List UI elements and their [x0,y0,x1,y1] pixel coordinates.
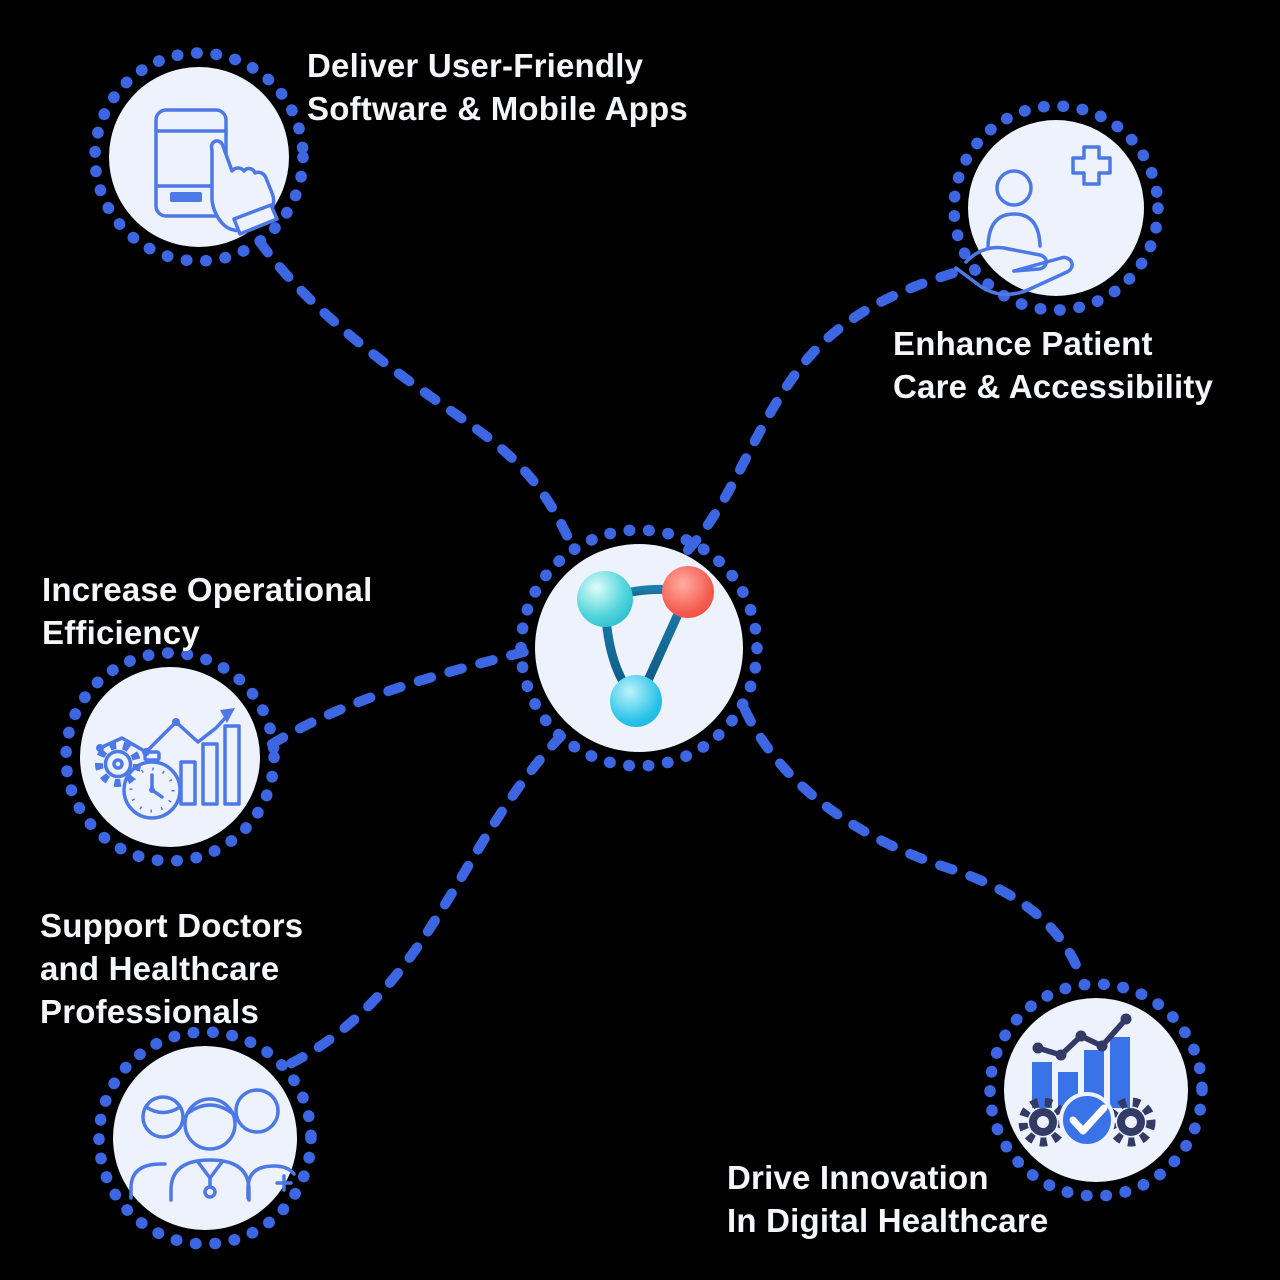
dotted-ring [93,1026,317,1250]
stopwatch-icon [122,750,182,820]
label-line: Increase Operational [42,571,373,608]
torso-left [129,1162,167,1200]
logo-node-cyan [610,675,662,727]
dotted-ring [948,100,1164,316]
logo-node-red [662,566,714,618]
label-line: Enhance Patient [893,325,1153,362]
doctors-team-icon [129,1088,296,1202]
trend-arrow [220,708,235,723]
node-circle-software [89,47,309,267]
dotted-ring [984,978,1208,1202]
connector-efficiency-center [267,647,529,749]
label-doctors: Support Doctors and Healthcare Professio… [40,904,303,1033]
doctor-front-torso [169,1158,251,1202]
bar-2 [201,742,219,806]
patient-head [995,169,1033,207]
bar-3 [223,724,241,806]
connector-center-patient-care [683,263,975,555]
label-line: Efficiency [42,614,200,651]
right-cross [275,1174,293,1192]
check-badge-icon [1059,1092,1115,1148]
innovation-analytics-icon [1018,1013,1156,1148]
patient-torso [986,212,1042,248]
label-line: Software & Mobile Apps [307,90,688,127]
bar-1 [179,760,197,806]
efficiency-metrics-icon [95,708,241,820]
label-line: Professionals [40,993,260,1030]
connector-software-center [255,237,579,555]
care-hand-icon [954,145,1112,296]
phone-home-bar [170,192,202,202]
logo-node-teal [577,571,633,627]
doctor-front-hair [186,1103,234,1115]
dotted-ring [60,647,280,867]
label-line: Care & Accessibility [893,368,1214,405]
bar-4 [1110,1037,1130,1108]
bar-1 [1032,1062,1052,1108]
node-circle-efficiency [60,647,280,867]
node-circle-doctors [93,1026,317,1250]
node-circle-center [515,524,763,772]
label-line: Drive Innovation [727,1159,989,1196]
hand-wristband [232,203,279,236]
dotted-ring [89,47,309,267]
gear-icon [1106,1097,1156,1147]
label-line: and Healthcare [40,950,280,987]
open-hand-fingers [954,255,1074,296]
stethoscope [203,1185,217,1199]
node-circle-patient-care [948,100,1164,316]
label-line: In Digital Healthcare [727,1202,1049,1239]
medical-plus [1071,145,1112,186]
mobile-touch-icon [154,108,279,236]
open-hand-palm [964,245,1048,273]
label-patient-care: Enhance Patient Care & Accessibility [893,322,1213,408]
doctor-right-head [234,1088,280,1134]
label-line: Deliver User-Friendly [307,47,644,84]
label-line: Support Doctors [40,907,304,944]
label-software: Deliver User-Friendly Software & Mobile … [307,44,688,130]
nurse-head [141,1095,185,1139]
connector-center-innovation [740,705,1085,979]
doctor-front-head [183,1097,237,1151]
connector-center-doctors [285,731,566,1069]
label-efficiency: Increase Operational Efficiency [42,568,372,654]
gear-icon [95,741,141,787]
nurse-cap [144,1105,182,1115]
dotted-ring [515,524,763,772]
molecule-logo-icon [577,566,714,727]
label-innovation: Drive Innovation In Digital Healthcare [727,1156,1048,1242]
